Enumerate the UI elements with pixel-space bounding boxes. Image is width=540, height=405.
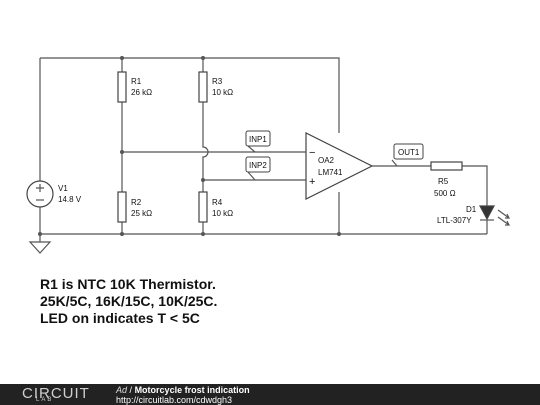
schematic: V1 14.8 V R1 26 kΩ R2 25 kΩ R3 10 kΩ R4 … <box>26 56 510 254</box>
resistor-r5[interactable]: R5 500 Ω <box>430 161 463 198</box>
r1-value: 26 kΩ <box>131 88 152 97</box>
resistor-r3[interactable]: R3 10 kΩ <box>198 71 233 103</box>
r4-name: R4 <box>212 198 223 207</box>
circuit-title-link[interactable]: Motorcycle frost indication <box>134 385 250 395</box>
note-line-2: 25K/5C, 16K/15C, 10K/25C. <box>40 293 218 309</box>
circuitlab-logo-sub: LAB <box>36 397 54 403</box>
resistor-r1[interactable]: R1 26 kΩ <box>117 71 152 103</box>
inp2-label: INP2 <box>249 161 267 170</box>
d1-value: LTL-307Y <box>437 216 472 225</box>
r1-name: R1 <box>131 77 142 86</box>
ad-line: Ad / Motorcycle frost indication <box>116 385 250 395</box>
r3-value: 10 kΩ <box>212 88 233 97</box>
footer-bar: CIRCUIT LAB Ad / Motorcycle frost indica… <box>0 384 540 405</box>
v1-value: 14.8 V <box>58 195 82 204</box>
led-d1[interactable]: D1 LTL-307Y <box>437 205 510 226</box>
r4-value: 10 kΩ <box>212 209 233 218</box>
opamp-minus-sign: − <box>309 147 315 159</box>
junctions <box>38 56 341 236</box>
ad-tag: Ad <box>116 385 128 395</box>
resistor-r4[interactable]: R4 10 kΩ <box>198 191 233 223</box>
net-label-inp2[interactable]: INP2 <box>245 156 271 181</box>
note-line-3: LED on indicates T < 5C <box>40 310 200 326</box>
opamp-oa2[interactable]: − + OA2 LM741 <box>305 132 374 200</box>
wires <box>39 57 488 242</box>
out1-label: OUT1 <box>398 148 420 157</box>
r3-name: R3 <box>212 77 223 86</box>
circuitlab-logo[interactable]: CIRCUIT <box>22 385 90 402</box>
circuit-url-link[interactable]: http://circuitlab.com/cdwdgh3 <box>116 395 233 405</box>
r2-value: 25 kΩ <box>131 209 152 218</box>
ground-symbol <box>28 241 52 254</box>
net-label-inp1[interactable]: INP1 <box>245 130 271 153</box>
d1-name: D1 <box>466 205 477 214</box>
oa2-name: OA2 <box>318 156 335 165</box>
r5-name: R5 <box>438 177 449 186</box>
net-label-out1[interactable]: OUT1 <box>391 143 424 167</box>
resistor-r2[interactable]: R2 25 kΩ <box>117 191 152 223</box>
opamp-plus-sign: + <box>309 176 315 188</box>
r5-value: 500 Ω <box>434 189 456 198</box>
v1-name: V1 <box>58 184 68 193</box>
voltage-source-v1[interactable]: V1 14.8 V <box>26 180 82 208</box>
r2-name: R2 <box>131 198 142 207</box>
inp1-label: INP1 <box>249 135 267 144</box>
oa2-value: LM741 <box>318 168 343 177</box>
ad-separator: / <box>129 385 133 395</box>
description-note: R1 is NTC 10K Thermistor. 25K/5C, 16K/15… <box>40 276 460 327</box>
note-line-1: R1 is NTC 10K Thermistor. <box>40 276 216 292</box>
